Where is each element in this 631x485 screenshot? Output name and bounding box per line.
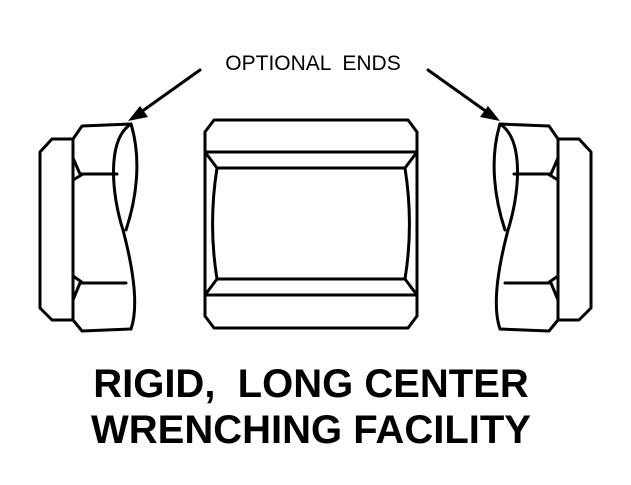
center-coupling — [203, 118, 419, 330]
right-leader-arrow — [426, 68, 500, 121]
title-line-1: RIGID, LONG CENTER — [93, 362, 529, 406]
title-line-2: WRENCHING FACILITY — [91, 408, 531, 452]
right-optional-end — [492, 122, 593, 333]
left-leader-arrow — [128, 68, 202, 121]
callout-label: OPTIONAL ENDS — [225, 52, 400, 75]
left-optional-end — [38, 122, 139, 333]
